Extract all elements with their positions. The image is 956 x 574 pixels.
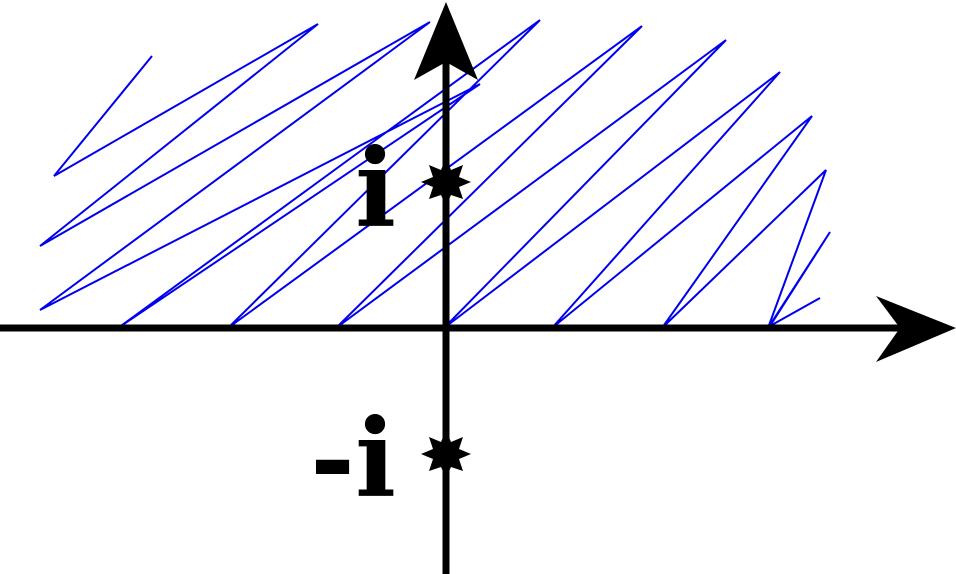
real-axis-arrowhead: [876, 296, 956, 362]
point-minus-i-label: -i: [310, 396, 396, 522]
point-i-label: i: [355, 126, 396, 252]
real-axis: [0, 296, 956, 362]
imaginary-axis: [414, 2, 478, 574]
point-minus-i-marker: [421, 430, 471, 478]
imaginary-axis-arrowhead: [414, 2, 478, 80]
point-i-marker: [421, 158, 471, 206]
